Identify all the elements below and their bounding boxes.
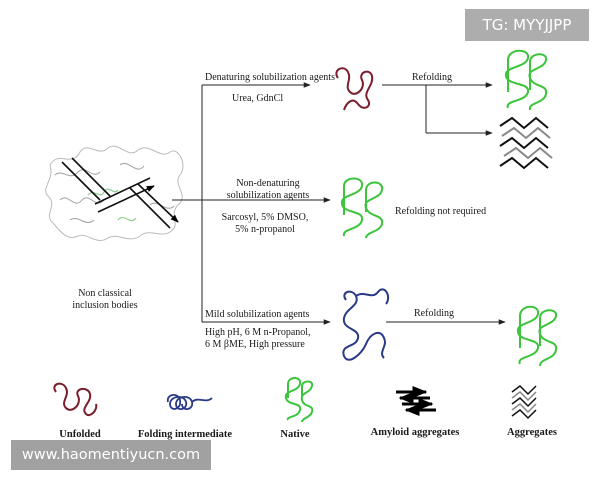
denaturing-title: Denaturing solubilization agents — [205, 72, 335, 83]
non-denaturing-agents-2: 5% n-propanol — [235, 224, 295, 235]
non-denaturing-step: Refolding not required — [395, 206, 487, 217]
aggregates-icon — [499, 116, 553, 170]
unfolded-protein-icon — [335, 67, 374, 111]
legend-intermediate-icon — [166, 394, 213, 410]
non-denaturing-title-1: Non-denaturing — [236, 178, 300, 189]
branch-connectors — [172, 82, 506, 325]
inclusion-body-cluster — [45, 145, 183, 241]
legend-label-amyloid: Amyloid aggregates — [370, 427, 460, 438]
native-protein-icon — [516, 305, 558, 367]
legend-native-icon — [284, 377, 314, 423]
denaturing-step: Refolding — [412, 72, 452, 83]
legend-label-aggregates: Aggregates — [507, 427, 557, 438]
legend-label-intermediate: Folding intermediate — [137, 429, 233, 440]
mild-title: Mild solubilization agents — [205, 309, 310, 320]
mild-agents-2: 6 M βME, High pressure — [205, 339, 305, 350]
mild-agents-1: High pH, 6 M n-Propanol, — [205, 327, 311, 338]
mild-step: Refolding — [414, 308, 454, 319]
source-label-1: Non classical — [78, 288, 132, 299]
denaturing-agents: Urea, GdnCl — [232, 93, 284, 104]
legend-amyloid-icon — [396, 386, 436, 416]
legend-label-unfolded: Unfolded — [59, 429, 101, 440]
non-denaturing-agents-1: Sarcosyl, 5% DMSO, — [221, 212, 309, 223]
non-denaturing-title-2: solubilization agents — [226, 190, 310, 201]
legend-aggregates-icon — [511, 385, 537, 420]
watermark-bottom: www.haomentiyucn.com — [11, 440, 211, 470]
watermark-top: TG: MYYJJPP — [465, 9, 589, 41]
native-protein-icon — [504, 49, 548, 111]
source-label-2: inclusion bodies — [72, 300, 138, 311]
legend-unfolded-icon — [53, 382, 98, 416]
legend-label-native: Native — [280, 429, 310, 440]
folding-intermediate-icon — [342, 288, 390, 361]
native-protein-icon — [340, 177, 384, 239]
